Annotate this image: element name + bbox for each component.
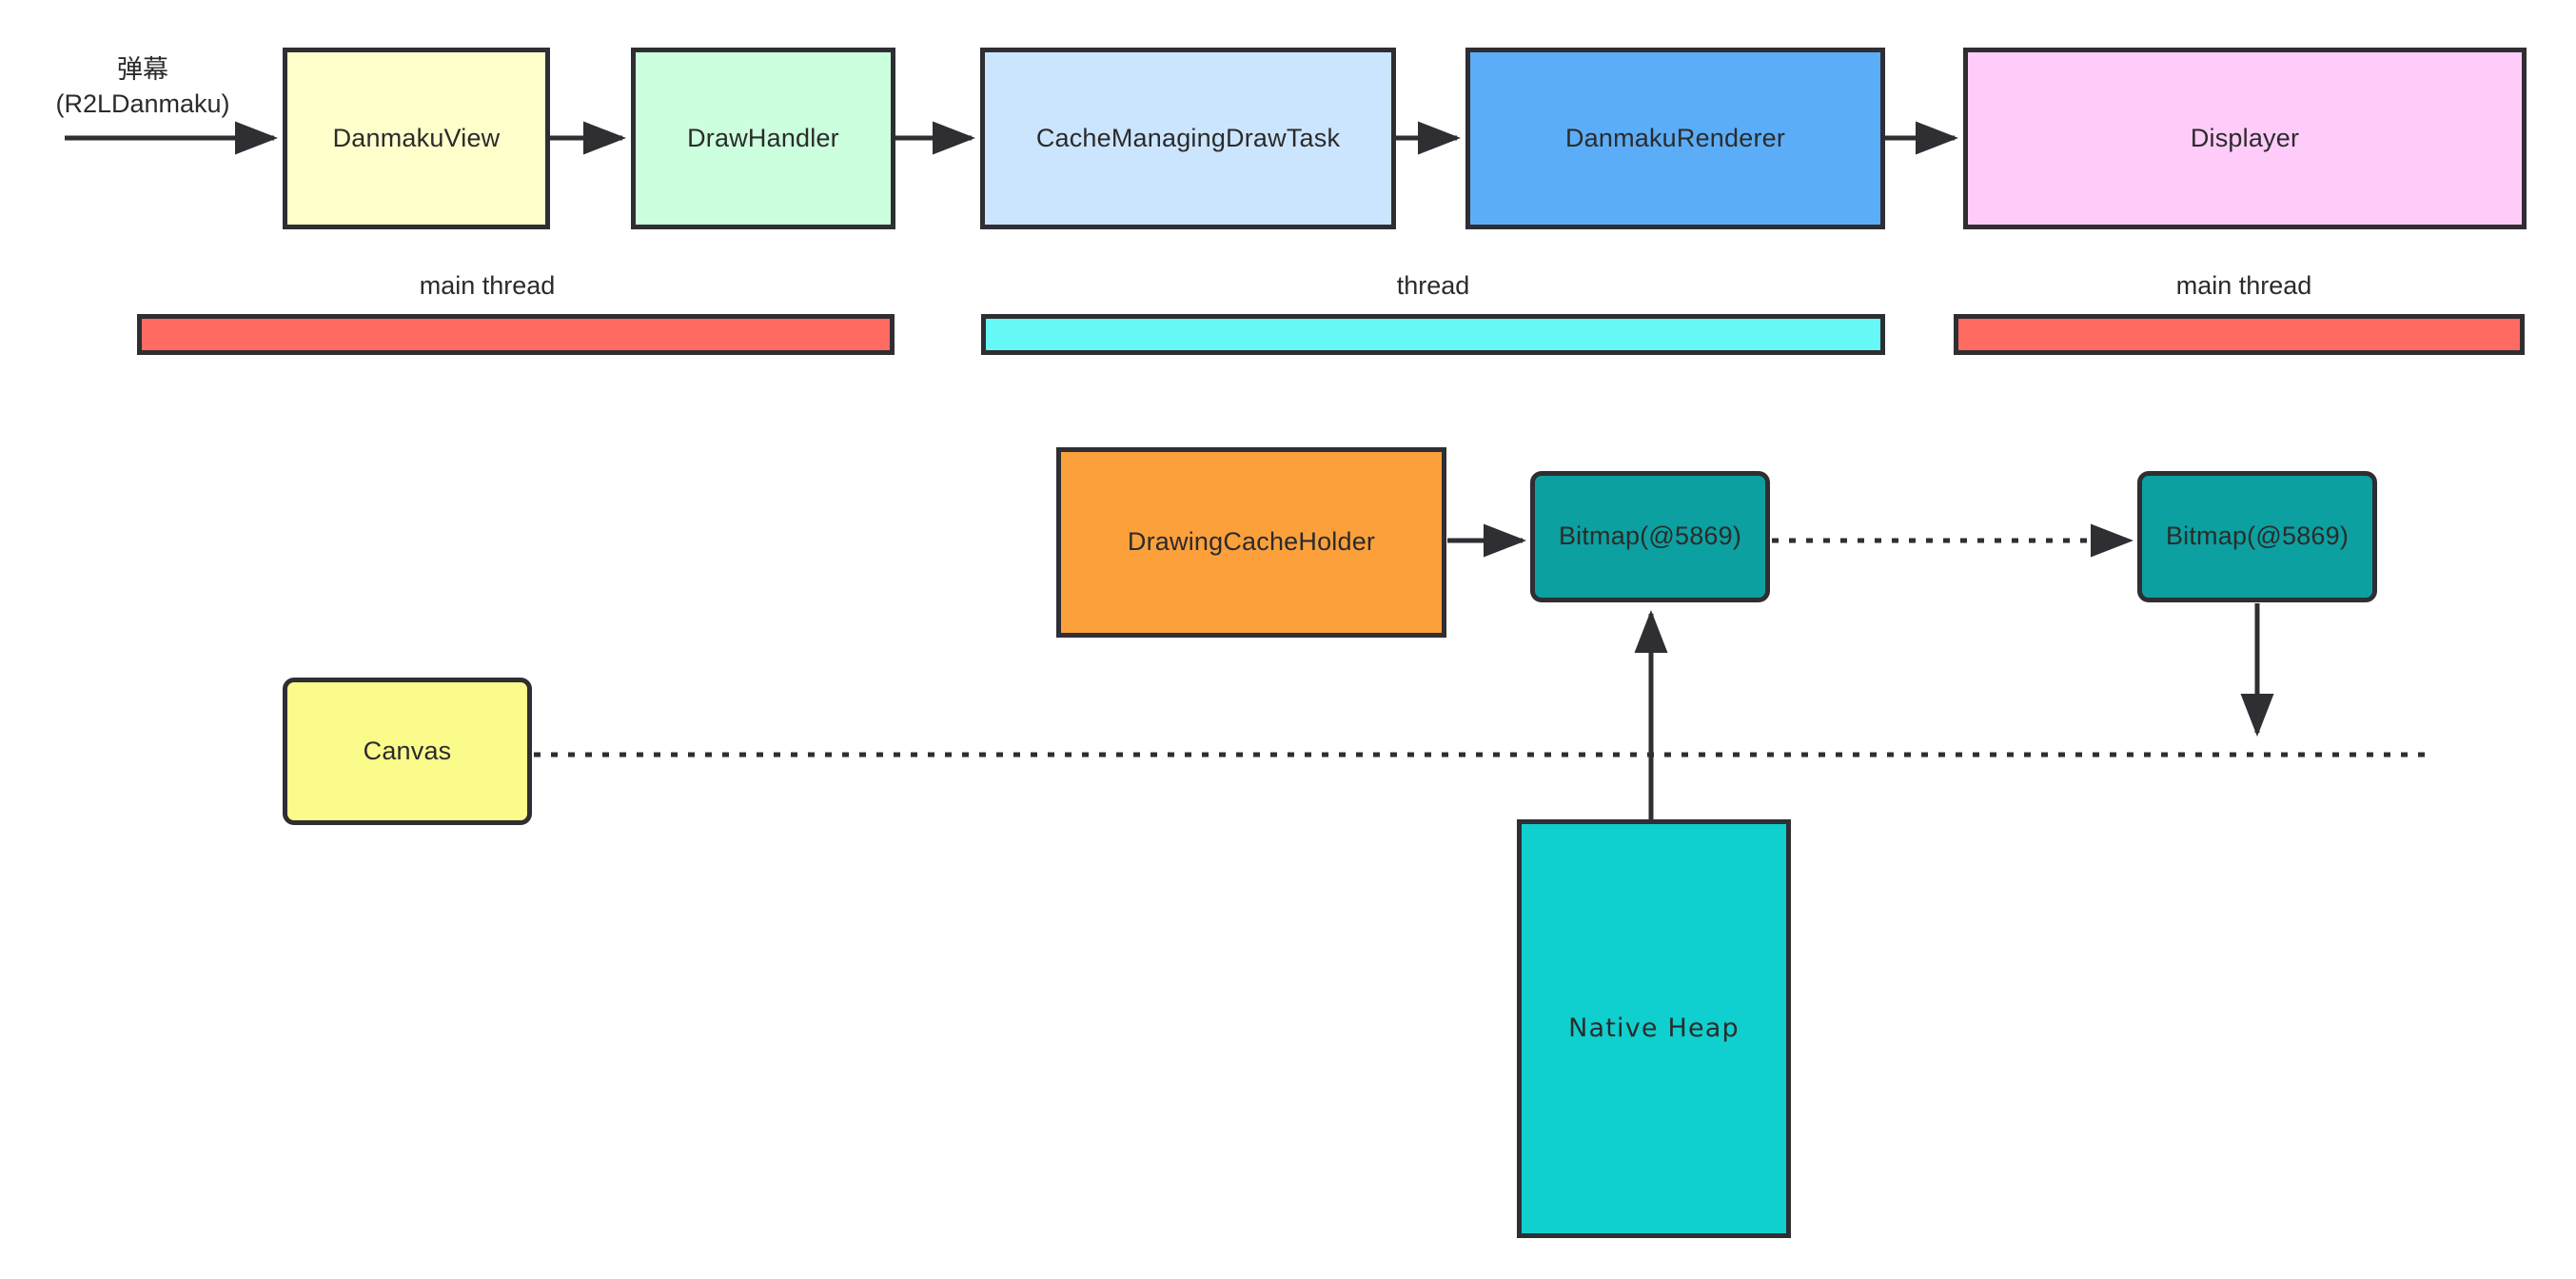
node-draw-handler[interactable]: DrawHandler	[631, 48, 895, 229]
node-bitmap-target[interactable]: Bitmap(@5869)	[2137, 471, 2377, 602]
thread-bar-main-right	[1954, 314, 2525, 355]
node-bitmap-source-label: Bitmap(@5869)	[1558, 521, 1742, 551]
node-displayer-label: Displayer	[2190, 123, 2300, 152]
node-danmaku-renderer[interactable]: DanmakuRenderer	[1465, 48, 1885, 229]
node-danmaku-renderer-label: DanmakuRenderer	[1564, 123, 1786, 152]
thread-label-main-left: main thread	[419, 271, 556, 300]
node-native-heap-label: Native Heap	[1568, 1013, 1740, 1044]
node-cache-managing-draw-task[interactable]: CacheManagingDrawTask	[980, 48, 1396, 229]
node-draw-handler-label: DrawHandler	[687, 123, 839, 152]
node-native-heap[interactable]: Native Heap	[1517, 819, 1791, 1238]
node-drawing-cache-holder-label: DrawingCacheHolder	[1127, 527, 1376, 557]
thread-label-main-right: main thread	[2175, 271, 2312, 300]
node-cache-managing-draw-task-label: CacheManagingDrawTask	[1035, 123, 1341, 152]
node-bitmap-source[interactable]: Bitmap(@5869)	[1530, 471, 1770, 602]
input-label: 弹幕 (R2LDanmaku)	[55, 55, 230, 118]
thread-bar-worker	[981, 314, 1885, 355]
node-drawing-cache-holder[interactable]: DrawingCacheHolder	[1056, 447, 1446, 638]
node-canvas-label: Canvas	[363, 736, 452, 765]
node-danmaku-view-label: DanmakuView	[332, 123, 501, 152]
node-canvas[interactable]: Canvas	[283, 678, 532, 825]
thread-label-worker: thread	[1396, 271, 1470, 300]
node-danmaku-view[interactable]: DanmakuView	[283, 48, 550, 229]
node-displayer[interactable]: Displayer	[1963, 48, 2527, 229]
node-bitmap-target-label: Bitmap(@5869)	[2165, 521, 2350, 551]
thread-bar-main-left	[137, 314, 895, 355]
